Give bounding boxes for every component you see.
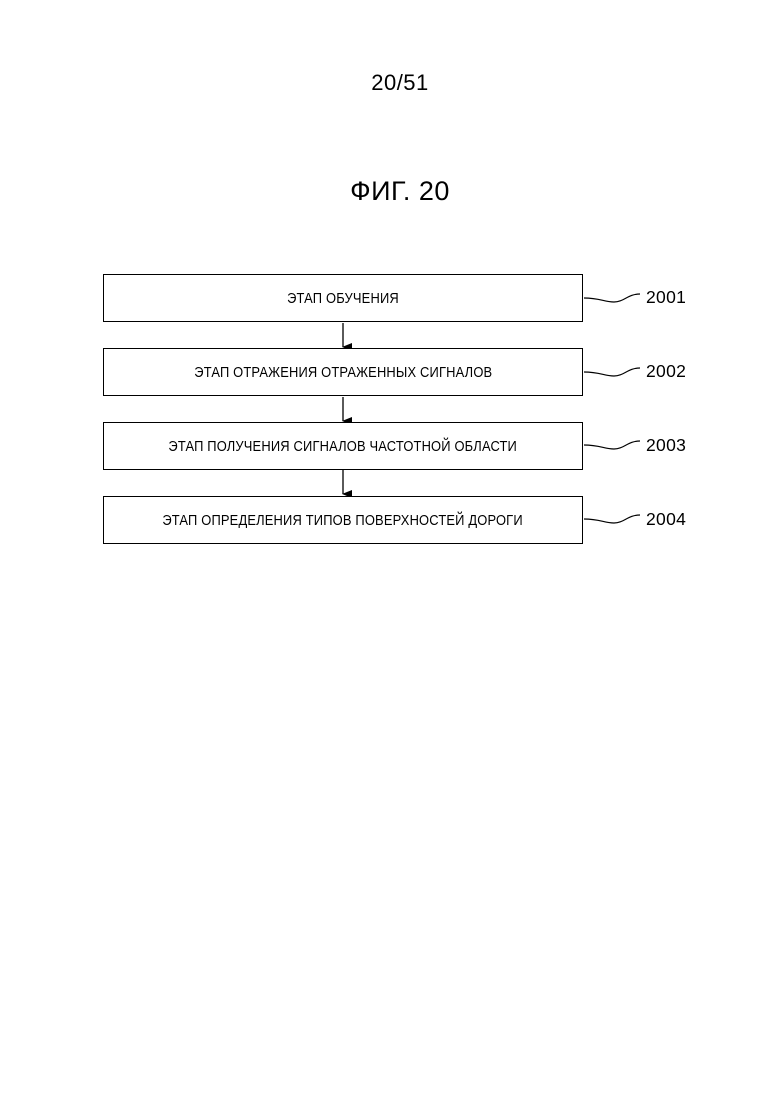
step-box-2: ЭТАП ОТРАЖЕНИЯ ОТРАЖЕННЫХ СИГНАЛОВ [103,348,583,396]
leader-line-2001 [584,294,640,302]
leader-line-2003 [584,441,640,449]
leader-line-2002 [584,368,640,376]
step-label: ЭТАП ОПРЕДЕЛЕНИЯ ТИПОВ ПОВЕРХНОСТЕЙ ДОРО… [163,512,523,529]
step-ref-2: 2002 [646,361,686,382]
step-ref-4: 2004 [646,509,686,530]
step-ref-1: 2001 [646,287,686,308]
step-box-1: ЭТАП ОБУЧЕНИЯ [103,274,583,322]
step-label: ЭТАП ОТРАЖЕНИЯ ОТРАЖЕННЫХ СИГНАЛОВ [194,364,492,381]
step-label: ЭТАП ОБУЧЕНИЯ [287,290,399,307]
step-box-3: ЭТАП ПОЛУЧЕНИЯ СИГНАЛОВ ЧАСТОТНОЙ ОБЛАСТ… [103,422,583,470]
step-label: ЭТАП ПОЛУЧЕНИЯ СИГНАЛОВ ЧАСТОТНОЙ ОБЛАСТ… [169,438,518,455]
leader-line-2004 [584,515,640,523]
step-ref-3: 2003 [646,435,686,456]
step-box-4: ЭТАП ОПРЕДЕЛЕНИЯ ТИПОВ ПОВЕРХНОСТЕЙ ДОРО… [103,496,583,544]
